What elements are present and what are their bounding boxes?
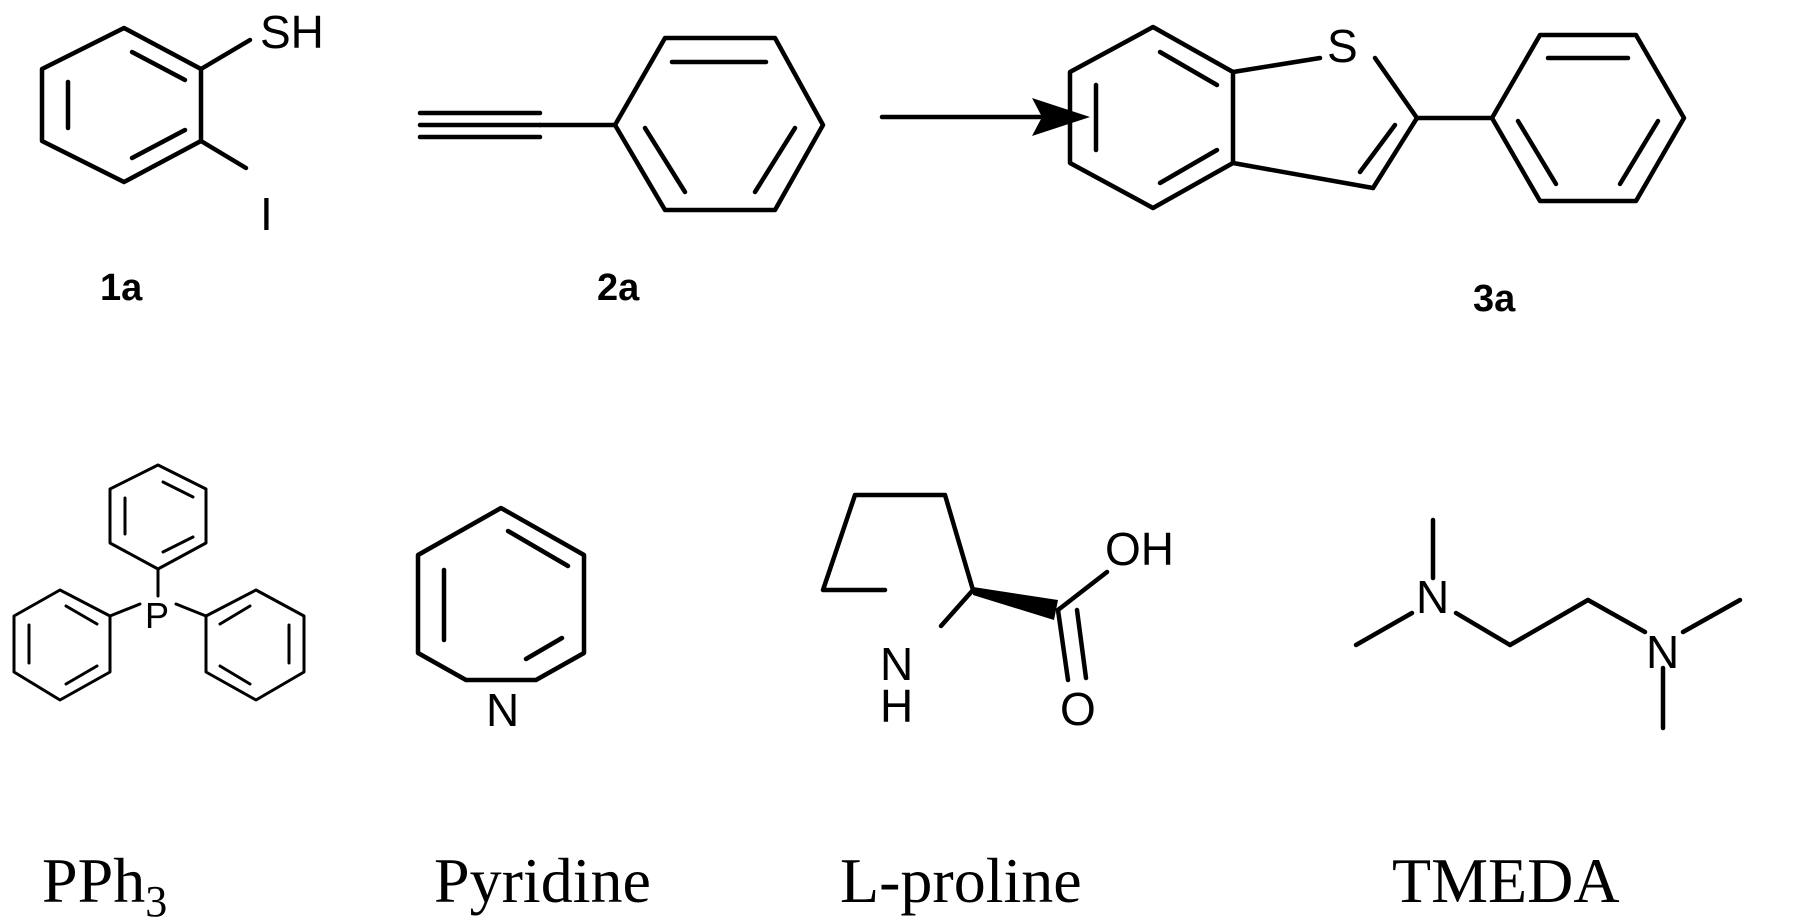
compound-3a-structure: S [1067,20,1687,211]
tmeda-name-label: TMEDA [1392,845,1620,916]
compound-label-3a: 3a [1473,278,1516,320]
reaction-arrow [879,98,1090,136]
carbonyl-oxygen-label: O [1060,683,1096,735]
tmeda-nitrogen-2-label: N [1646,626,1679,678]
triphenylphosphine-structure: P [12,463,306,702]
proline-nh-hydrogen-label: H [880,680,913,732]
sulfur-atom-label: S [1327,20,1358,72]
pyridine-nitrogen-label: N [486,684,519,736]
compound-1a-structure: SH I [39,6,324,240]
phosphorus-atom-label: P [145,595,169,636]
l-proline-structure: N H OH O [820,492,1174,735]
pph3-name-label: PPh3 [42,845,167,923]
proline-nitrogen-label: N [880,638,913,690]
compound-2a-structure [417,35,826,213]
compound-label-1a: 1a [100,267,143,309]
iodine-atom-label: I [260,188,273,240]
thiol-group-label: SH [260,6,324,58]
tmeda-nitrogen-1-label: N [1416,571,1449,623]
pyridine-name-label: Pyridine [434,845,651,916]
l-proline-name-label: L-proline [840,845,1082,916]
pyridine-structure: N [415,505,587,736]
compound-label-2a: 2a [597,267,640,309]
hydroxyl-group-label: OH [1105,523,1174,575]
tmeda-structure: N N [1353,517,1743,731]
